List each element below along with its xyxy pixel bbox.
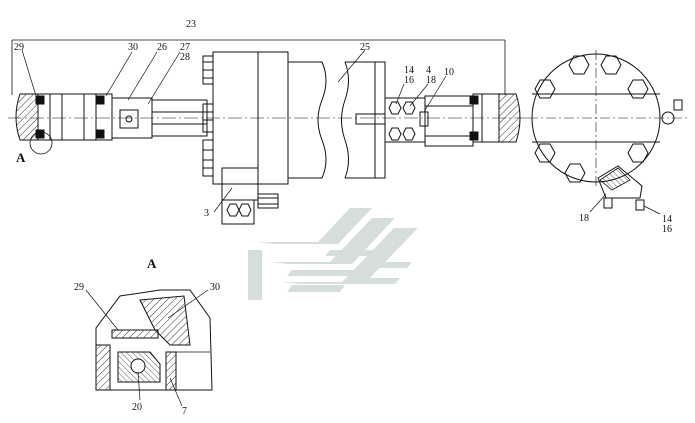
bracket-3: [221, 167, 279, 225]
leaders-detail: [85, 289, 209, 407]
label-25: 25: [360, 42, 370, 53]
left-bearing: [35, 93, 113, 141]
detail-view: [95, 289, 213, 391]
label-3: 3: [204, 208, 209, 219]
label-18: 18: [426, 75, 436, 86]
label-side-18: 18: [579, 213, 589, 224]
left-end-cap: [15, 93, 39, 141]
label-10: 10: [444, 67, 454, 78]
detail-label-30: 30: [210, 282, 220, 293]
detail-marker-circle: [29, 131, 53, 155]
label-30: 30: [128, 42, 138, 53]
label-26: 26: [157, 42, 167, 53]
detail-title: A: [147, 256, 157, 271]
motor-body: [287, 61, 386, 179]
label-23: 23: [186, 19, 196, 30]
leaders-side: [589, 193, 661, 215]
label-side-16: 16: [662, 224, 672, 235]
watermark-logo: [248, 208, 418, 300]
label-4: 4: [426, 65, 431, 76]
assembly-dimension: [11, 39, 506, 95]
detail-label-20: 20: [132, 402, 142, 413]
label-side-14: 14: [662, 214, 672, 225]
right-coupling: [355, 95, 474, 147]
label-27: 27: [180, 42, 190, 53]
detail-label-7: 7: [182, 406, 187, 417]
label-28: 28: [180, 52, 190, 63]
detail-label-29: 29: [74, 282, 84, 293]
label-14: 14: [404, 65, 414, 76]
view-marker-a: A: [16, 150, 26, 165]
leaders-main: [21, 49, 447, 213]
side-view-bracket-hatch: [599, 167, 631, 191]
left-housing: [111, 97, 208, 139]
side-view: [528, 50, 690, 211]
label-16: 16: [404, 75, 414, 86]
label-29: 29: [14, 42, 24, 53]
